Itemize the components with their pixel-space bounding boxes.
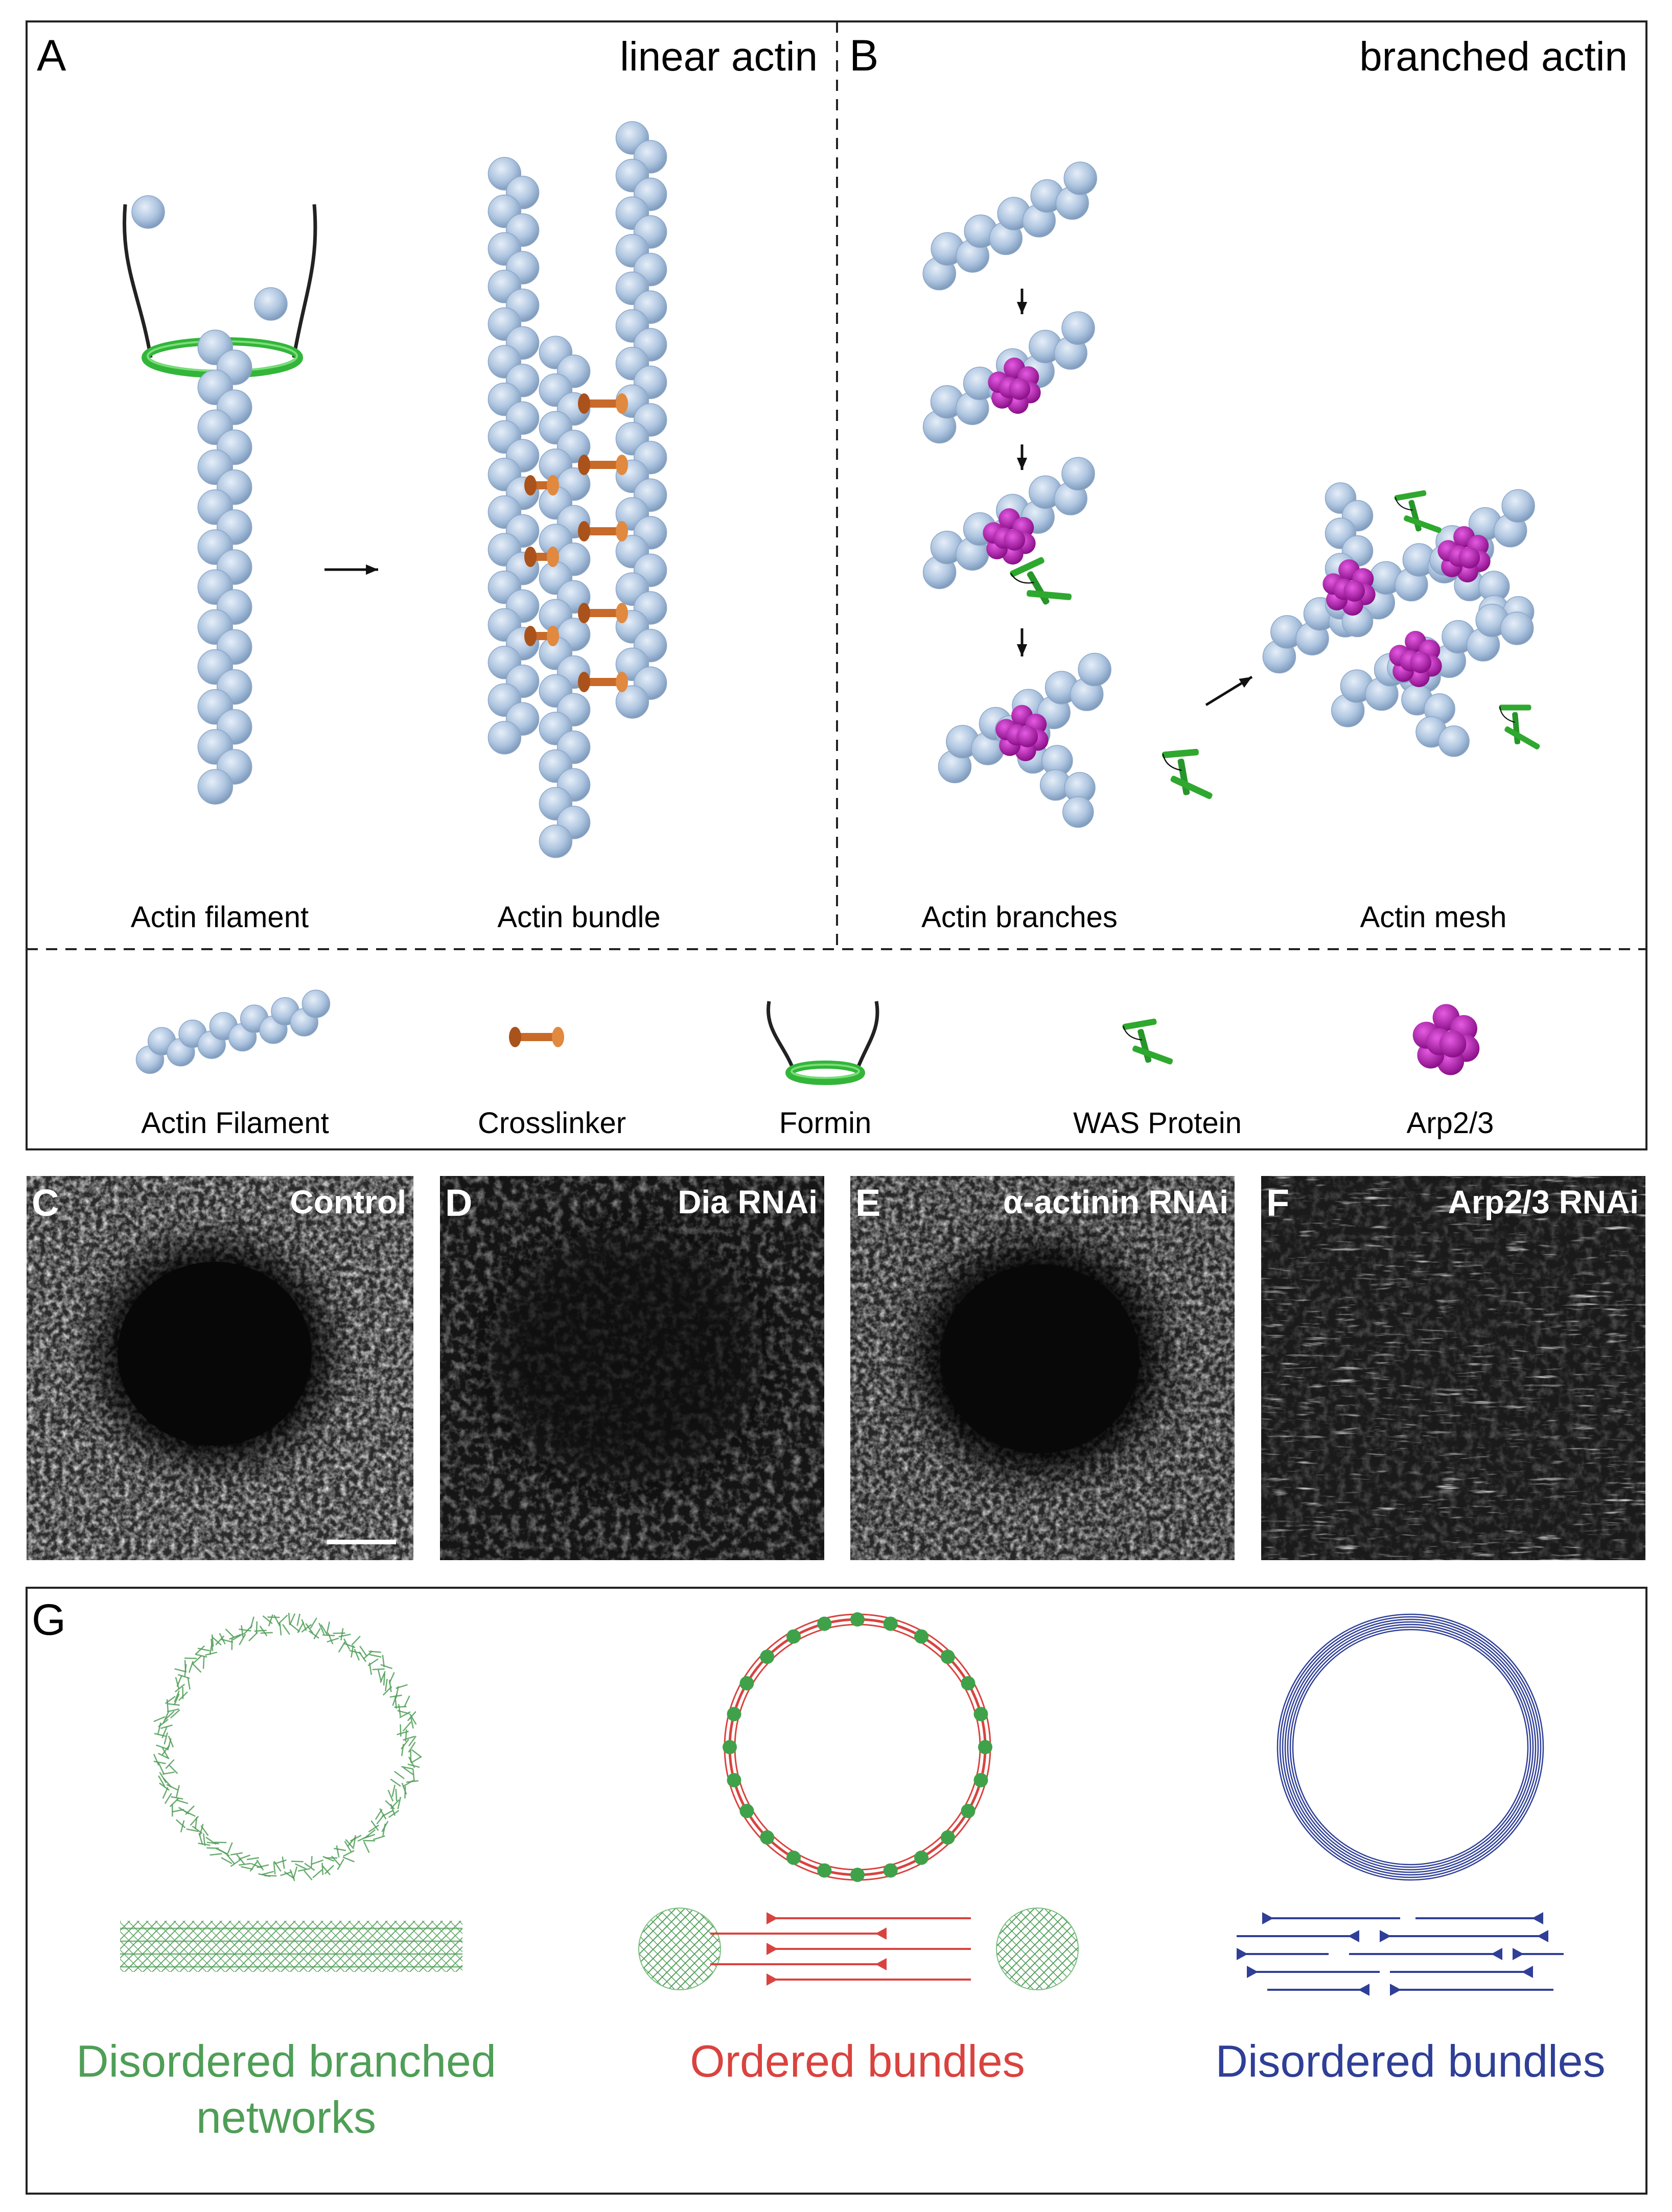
micro-c-letter: C bbox=[32, 1182, 59, 1224]
micrograph-c bbox=[27, 1176, 413, 1560]
free-actin-monomer bbox=[132, 196, 165, 228]
g-label-branched-line1: Disordered branched bbox=[76, 2036, 496, 2086]
legend-actin-filament-icon bbox=[136, 990, 330, 1073]
arrow-filament-to-bundle bbox=[324, 564, 378, 575]
bundle-filament bbox=[616, 122, 666, 718]
micro-d-label: Dia RNAi bbox=[678, 1184, 818, 1220]
branch-step-1 bbox=[923, 162, 1097, 290]
legend-crosslinker-icon bbox=[509, 1027, 564, 1047]
branched-network-bundle bbox=[120, 1921, 462, 1972]
micro-f-letter: F bbox=[1266, 1182, 1289, 1224]
caption-actin-branches: Actin branches bbox=[921, 901, 1118, 934]
disordered-bundle-ring bbox=[1278, 1614, 1543, 1880]
bundle-filament bbox=[488, 157, 539, 754]
disordered-bundle-lines bbox=[1237, 1912, 1564, 1996]
arrow-step-3 bbox=[1017, 628, 1027, 656]
crosslinker-bundle bbox=[578, 521, 628, 542]
micrograph-f bbox=[1261, 1176, 1645, 1560]
branched-network-ring bbox=[154, 1613, 422, 1881]
caption-actin-mesh: Actin mesh bbox=[1360, 901, 1507, 934]
caption-actin-filament: Actin filament bbox=[131, 901, 309, 934]
micro-e-label: α-actinin RNAi bbox=[1003, 1184, 1228, 1220]
legend-was-protein-icon bbox=[1119, 1016, 1177, 1066]
crosslinker-bundle bbox=[578, 455, 628, 475]
g-label-disordered: Disordered bundles bbox=[1215, 2036, 1605, 2086]
arrow-step-1 bbox=[1017, 289, 1027, 314]
bundle-filament bbox=[539, 336, 590, 858]
panel-a-title: linear actin bbox=[620, 34, 818, 79]
ordered-bundle-ring bbox=[723, 1612, 992, 1882]
legend-actin-filament: Actin Filament bbox=[141, 1107, 329, 1140]
g-label-ordered: Ordered bundles bbox=[690, 2036, 1025, 2086]
g-label-branched-line2: networks bbox=[196, 2092, 376, 2143]
legend-formin-icon bbox=[768, 1001, 877, 1081]
panel-a-letter: A bbox=[37, 31, 66, 80]
arrow-branches-to-mesh bbox=[1206, 677, 1252, 705]
panel-g-drawings bbox=[120, 1612, 1564, 1996]
free-actin-monomer bbox=[254, 288, 287, 320]
legend-was-protein: WAS Protein bbox=[1073, 1107, 1242, 1140]
caption-actin-bundle: Actin bundle bbox=[497, 901, 660, 934]
legend-formin: Formin bbox=[779, 1107, 871, 1140]
crosslinker-bundle bbox=[524, 626, 559, 646]
was-protein-free bbox=[1155, 742, 1220, 801]
scale-bar bbox=[327, 1540, 396, 1544]
legend-arp23: Arp2/3 bbox=[1407, 1107, 1494, 1140]
actin-filament-growing bbox=[198, 330, 251, 804]
panel-b-title: branched actin bbox=[1359, 34, 1628, 79]
crosslinker-bundle bbox=[578, 603, 628, 623]
panel-b-letter: B bbox=[849, 31, 878, 80]
crosslinker-bundle bbox=[524, 547, 559, 567]
micrograph-e bbox=[850, 1176, 1235, 1560]
ordered-bundle-sarcomere bbox=[639, 1908, 1078, 1990]
crosslinker-bundle bbox=[578, 393, 628, 414]
micro-c-label: Control bbox=[290, 1184, 407, 1220]
was-protein-mesh bbox=[1391, 487, 1445, 534]
arrow-step-2 bbox=[1017, 444, 1027, 470]
micro-f-label: Arp2/3 RNAi bbox=[1448, 1184, 1639, 1220]
crosslinker-bundle bbox=[578, 672, 628, 692]
micro-d-letter: D bbox=[445, 1182, 472, 1224]
micrograph-d bbox=[440, 1176, 824, 1560]
crosslinker-bundle bbox=[524, 475, 559, 496]
was-protein-mesh bbox=[1490, 697, 1550, 751]
panel-g-letter: G bbox=[32, 1595, 66, 1644]
legend-arp23-icon bbox=[1413, 1004, 1480, 1075]
legend-crosslinker: Crosslinker bbox=[478, 1107, 626, 1140]
micro-e-letter: E bbox=[855, 1182, 880, 1224]
